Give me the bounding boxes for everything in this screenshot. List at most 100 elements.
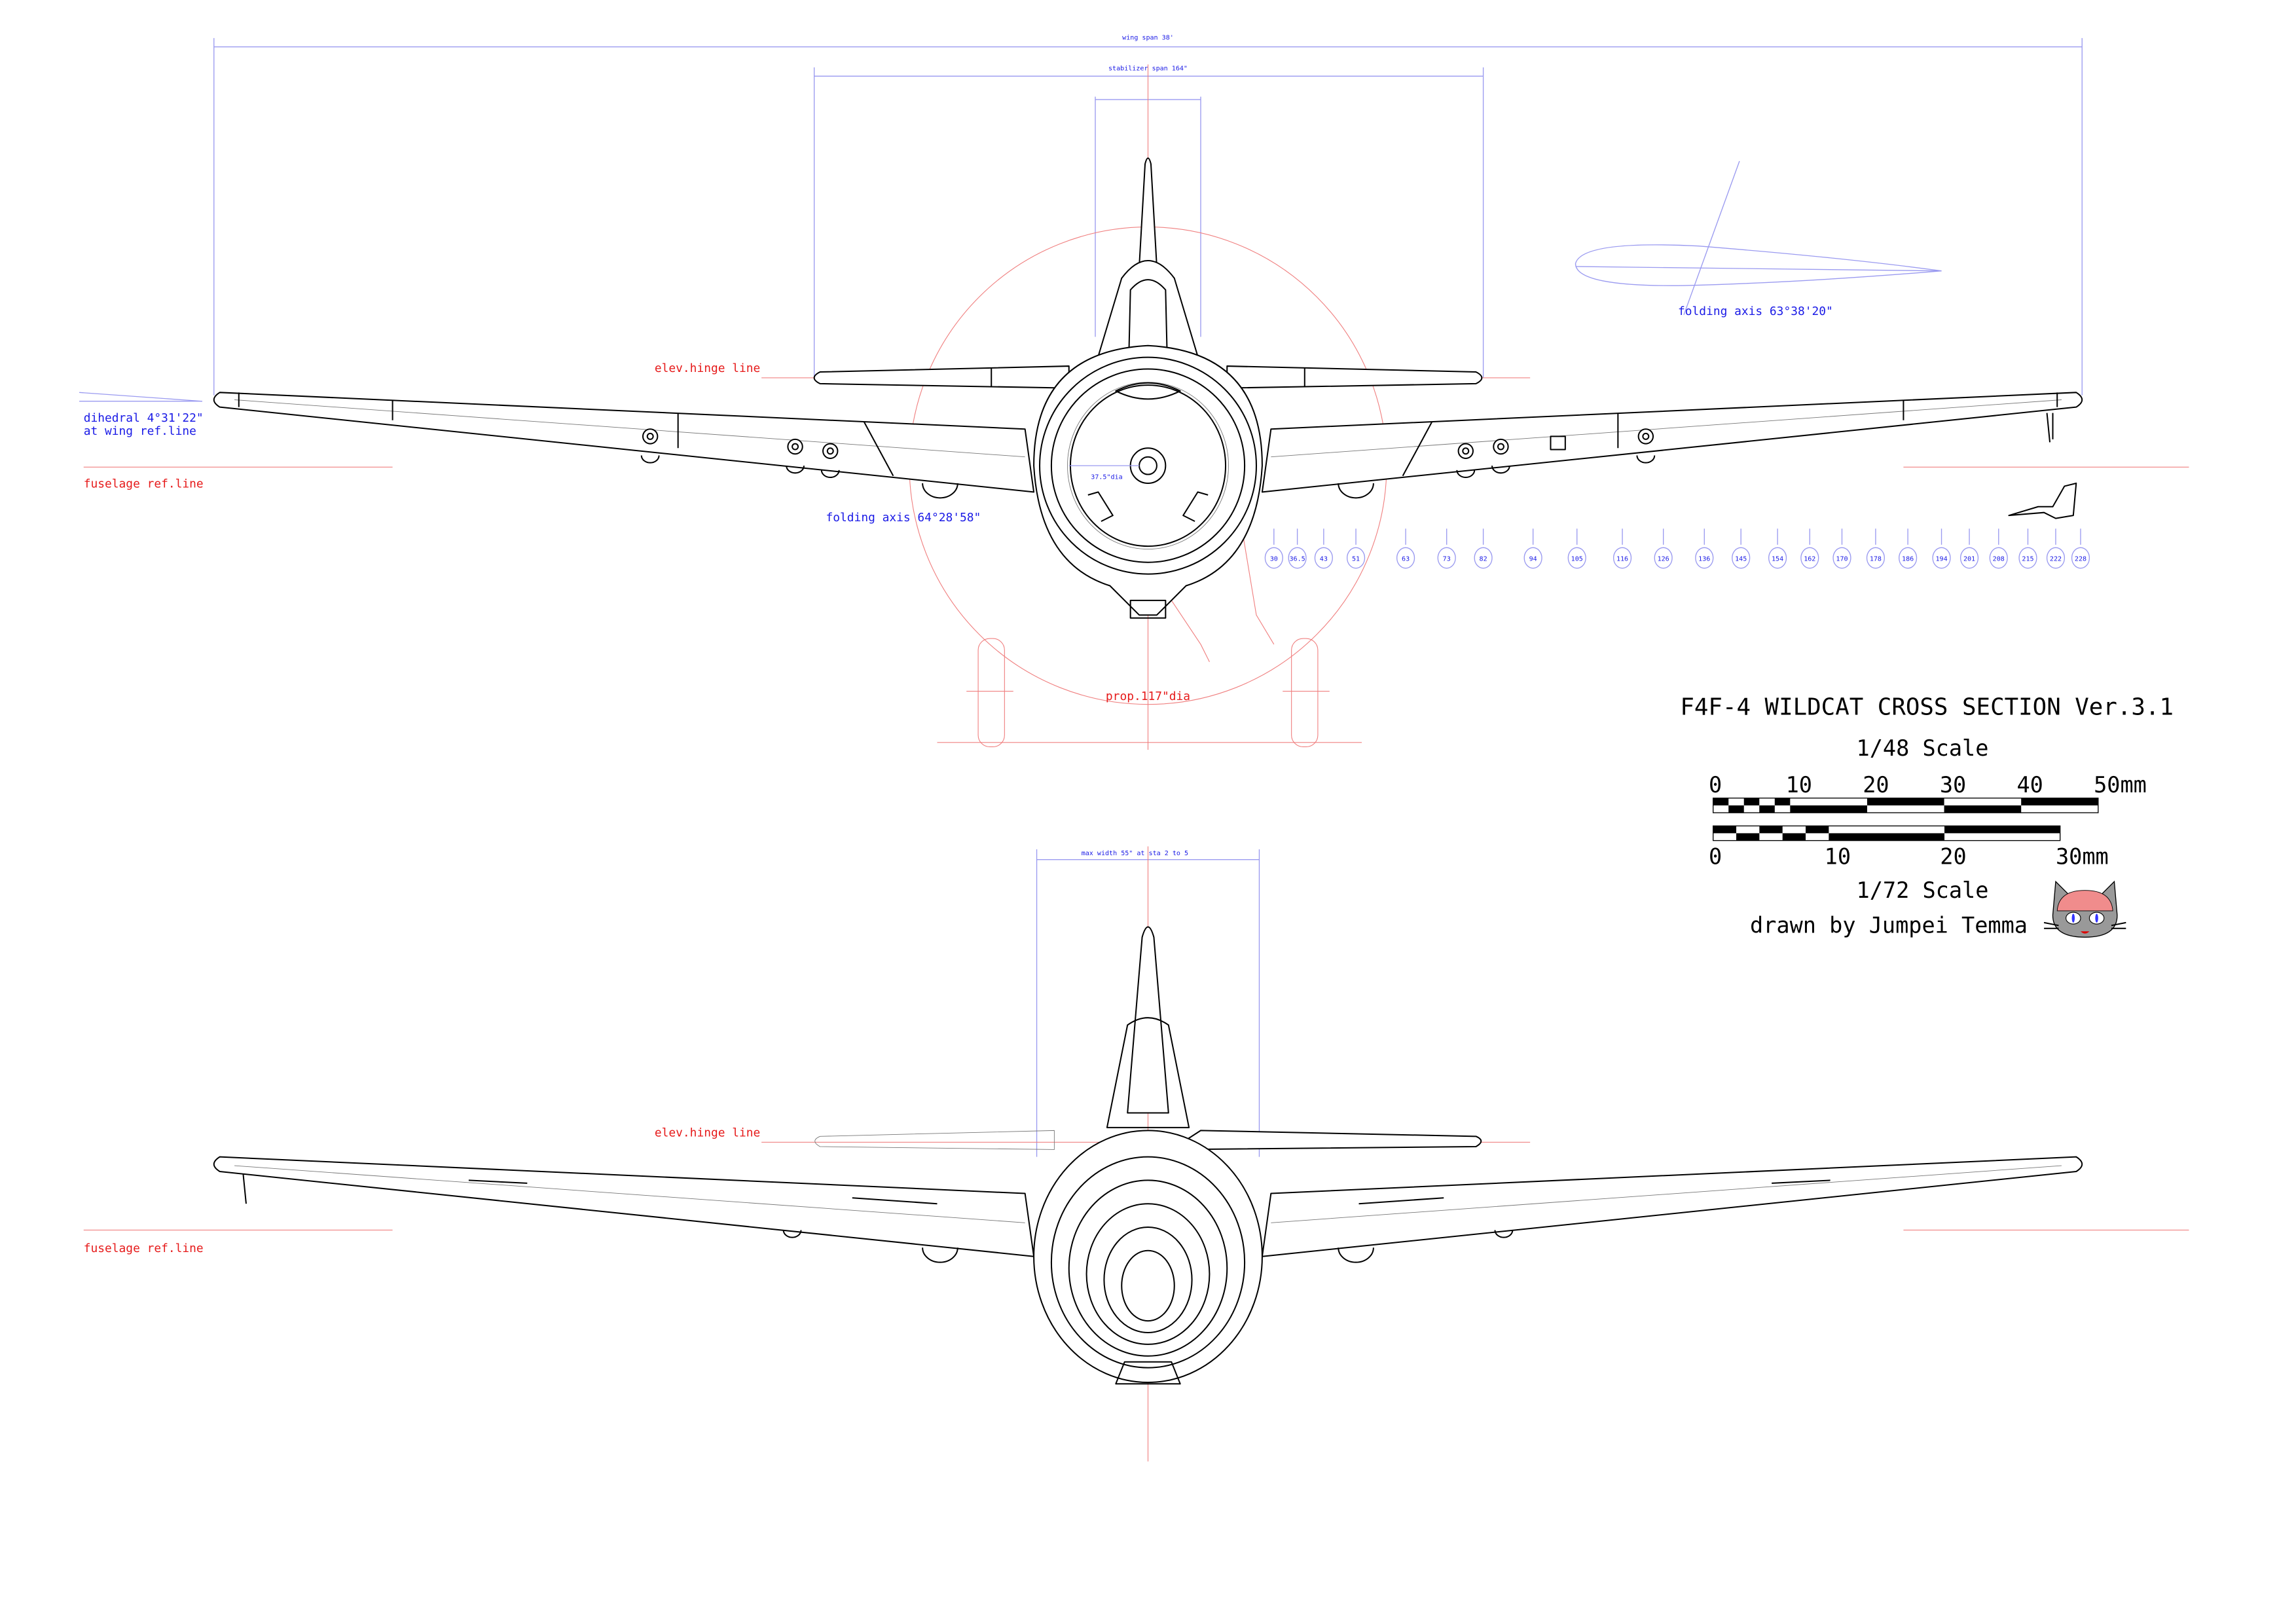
station-label: 73 (1443, 555, 1451, 563)
station-marker: 208 (1989, 528, 2008, 569)
scale-segment (1782, 833, 1806, 841)
dihedral-ref-label: at wing ref.line (84, 424, 196, 438)
station-label: 82 (1480, 555, 1487, 563)
station-marker: 36.5 (1288, 528, 1307, 569)
scale-segment (1743, 798, 1760, 805)
station-label: 43 (1320, 555, 1328, 563)
folding-axis-right-label: folding axis 63°38'20" (1678, 304, 1833, 318)
station-label: 228 (2075, 555, 2086, 563)
station-label: 215 (2022, 555, 2033, 563)
station-label: 201 (1963, 555, 1975, 563)
station-label: 136 (1698, 555, 1710, 563)
station-label: 222 (2050, 555, 2062, 563)
scale-tick-label: 30mm (2056, 843, 2109, 869)
scale-segment (1829, 833, 1945, 841)
station-marker: 136 (1695, 528, 1714, 569)
elev-hinge-label: elev.hinge line (655, 361, 760, 375)
scale-segment (1867, 798, 1944, 805)
station-marker: 63 (1396, 528, 1415, 569)
scale-segment (1806, 826, 1829, 834)
scale-48-label: 1/48 Scale (1857, 735, 1989, 761)
station-label: 51 (1352, 555, 1360, 563)
fuselage-ref-label: fuselage ref.line (84, 477, 204, 491)
cat-logo-icon (2043, 880, 2126, 938)
left-wing (213, 392, 1035, 493)
station-label: 178 (1870, 555, 1882, 563)
scale-tick-label: 50mm (2094, 772, 2147, 798)
station-label: 208 (1993, 555, 2005, 563)
wing-span-dimension: wing span 38' (213, 34, 2083, 396)
station-marker: 222 (2046, 528, 2066, 569)
station-label: 36.5 (1289, 555, 1305, 563)
scale-segment (1774, 798, 1791, 805)
scale-segment (1759, 826, 1783, 834)
cowl-dia-label: 37.5"dia (1091, 473, 1122, 481)
fuselage-ref-label-rear: fuselage ref.line (84, 1242, 204, 1255)
station-label: 105 (1571, 555, 1583, 563)
scale-tick-label: 30 (1940, 772, 1966, 798)
left-wing-rear (213, 1156, 1035, 1257)
prop-dia-label: prop.117"dia (1106, 690, 1190, 703)
main-wheel-left (966, 638, 1013, 748)
rear-view: max width 55" at sta 2 to 5 elev.hinge l… (83, 846, 2189, 1462)
station-marker: 145 (1732, 528, 1751, 569)
station-marker: 51 (1346, 528, 1366, 569)
max-width-label: max width 55" at sta 2 to 5 (1082, 850, 1188, 857)
drawing-title: F4F-4 WILDCAT CROSS SECTION Ver.3.1 (1680, 693, 2174, 720)
right-wing (1261, 392, 2083, 493)
main-wheel-right (1283, 638, 1330, 748)
left-stabilizer-rear (814, 1130, 1055, 1150)
station-marker: 228 (2071, 528, 2090, 569)
fuselage-rear (1033, 1017, 1263, 1385)
folding-axis-left-label: folding axis 64°28'58" (826, 511, 981, 525)
scale-segment (1944, 826, 2060, 834)
station-label: 63 (1402, 555, 1410, 563)
station-marker: 43 (1314, 528, 1333, 569)
station-label: 162 (1804, 555, 1815, 563)
scale-72-label: 1/72 Scale (1857, 877, 1989, 903)
station-label: 170 (1836, 555, 1848, 563)
scale-tick-label: 0 (1709, 843, 1722, 869)
scale-segment (1713, 826, 1737, 834)
station-marker: 116 (1613, 528, 1632, 569)
station-marker: 215 (2018, 528, 2037, 569)
station-marker: 94 (1523, 528, 1542, 569)
vertical-fin-rear (1127, 926, 1169, 1114)
scale-tick-label: 20 (1863, 772, 1889, 798)
scale-tick-label: 10 (1786, 772, 1812, 798)
scale-segment (1944, 805, 2022, 813)
station-marker: 105 (1567, 528, 1586, 569)
station-marker: 154 (1768, 528, 1787, 569)
station-label: 126 (1658, 555, 1669, 563)
left-stabilizer (813, 365, 1070, 389)
station-label: 30 (1270, 555, 1278, 563)
station-marker: 201 (1959, 528, 1979, 569)
station-label: 94 (1529, 555, 1537, 563)
airfoil-section (1575, 160, 1942, 316)
wing-span-label: wing span 38' (1122, 34, 1174, 41)
elev-hinge-label-rear: elev.hinge line (655, 1126, 760, 1139)
dihedral-label: dihedral 4°31'22" (84, 411, 204, 425)
station-marker: 194 (1932, 528, 1951, 569)
vertical-fin (1139, 157, 1157, 268)
scale-tick-label: 40 (2016, 772, 2043, 798)
scale-segment (1759, 805, 1775, 813)
title-block: F4F-4 WILDCAT CROSS SECTION Ver.3.1 1/48… (1680, 693, 2174, 938)
right-wing-rear (1261, 1156, 2083, 1257)
wing-fittings (640, 413, 2054, 499)
credit-text: drawn by Jumpei Temma (1750, 912, 2028, 938)
canopy (1094, 260, 1202, 367)
scale-segment (2021, 798, 2098, 805)
station-marker: 82 (1474, 528, 1493, 569)
station-label: 186 (1902, 555, 1914, 563)
front-view: wing span 38' stabilizer span 164" (79, 34, 2189, 750)
scale-segment (1728, 805, 1744, 813)
station-marker: 73 (1437, 528, 1456, 569)
right-stabilizer (1226, 365, 1483, 389)
station-marker: 30 (1264, 528, 1283, 569)
station-label: 154 (1772, 555, 1783, 563)
scale-segment (1790, 805, 1867, 813)
